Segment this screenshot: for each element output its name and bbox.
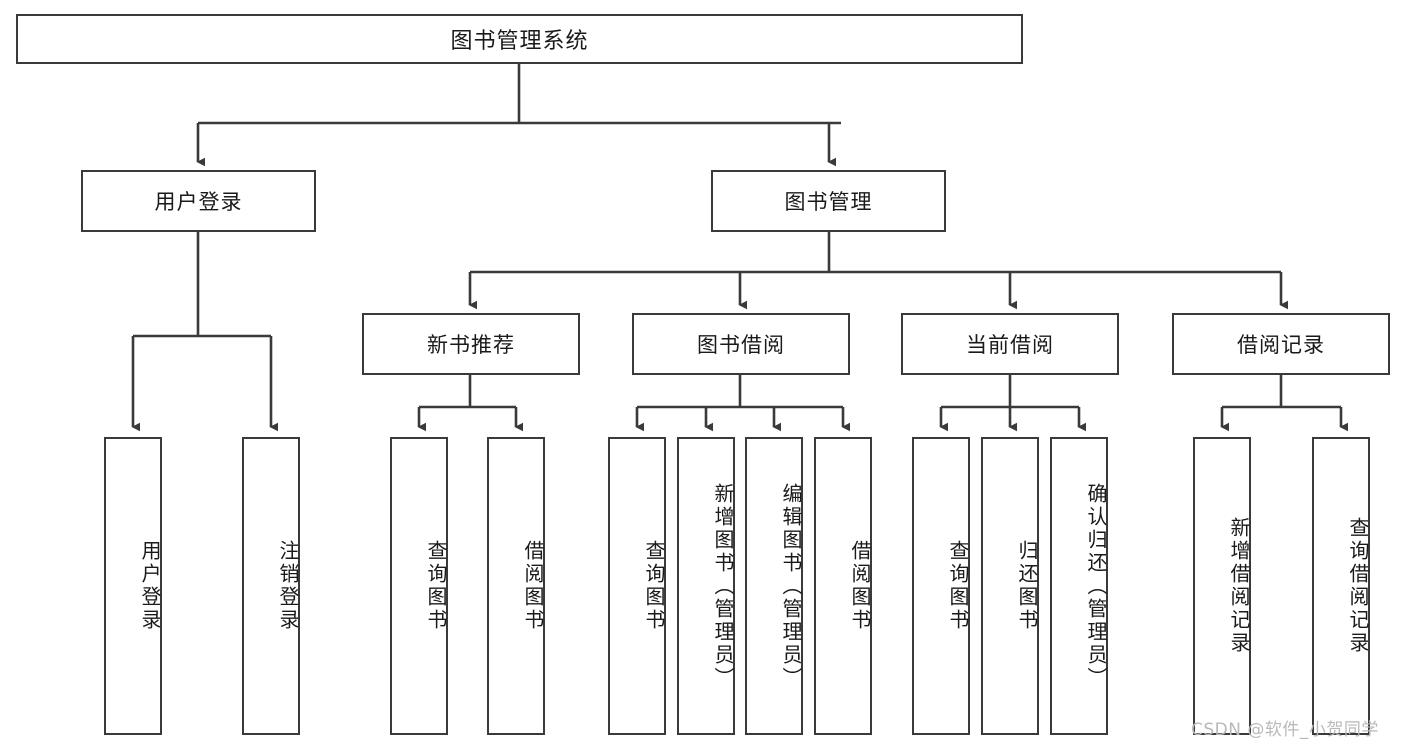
leaf-user-login[interactable]: 用户登录 [104,437,162,735]
node-label: 图书借阅 [697,333,785,357]
node-label: 注销登录 [276,540,300,632]
node-label: 用户登录 [138,540,162,632]
leaf-borrow-edit-book[interactable]: 编辑图书（管理员） [745,437,803,735]
node-label: 新书推荐 [427,333,515,357]
node-root-system[interactable]: 图书管理系统 [16,14,1023,64]
leaf-borrow-borrow-book[interactable]: 借阅图书 [814,437,872,735]
node-label: 归还图书 [1015,540,1039,632]
node-user-login[interactable]: 用户登录 [81,170,316,232]
leaf-current-confirm-return[interactable]: 确认归还（管理员） [1050,437,1108,735]
node-label: 图书管理系统 [450,29,589,54]
node-label: 查询图书 [946,540,970,632]
leaf-new-book-query[interactable]: 查询图书 [390,437,448,735]
node-label: 查询借阅记录 [1346,517,1370,655]
node-label: 确认归还（管理员） [1084,482,1108,690]
node-label: 查询图书 [642,540,666,632]
node-label: 新增图书（管理员） [711,482,735,690]
node-label: 编辑图书（管理员） [779,482,803,690]
node-label: 借阅图书 [521,540,545,632]
csdn-watermark: CSDN @软件_小贺同学 [1191,720,1379,740]
node-label: 当前借阅 [966,333,1054,357]
leaf-new-book-borrow[interactable]: 借阅图书 [487,437,545,735]
leaf-logout[interactable]: 注销登录 [242,437,300,735]
leaf-record-add[interactable]: 新增借阅记录 [1193,437,1251,735]
node-current-borrow[interactable]: 当前借阅 [901,313,1119,375]
node-book-management[interactable]: 图书管理 [711,170,946,232]
node-label: 新增借阅记录 [1227,517,1251,655]
node-label: 借阅记录 [1237,333,1325,357]
leaf-record-query[interactable]: 查询借阅记录 [1312,437,1370,735]
node-label: 用户登录 [154,190,243,214]
node-label: 查询图书 [424,540,448,632]
leaf-current-return-book[interactable]: 归还图书 [981,437,1039,735]
node-borrow-record[interactable]: 借阅记录 [1172,313,1390,375]
leaf-borrow-query-book[interactable]: 查询图书 [608,437,666,735]
node-new-book-recommend[interactable]: 新书推荐 [362,313,580,375]
leaf-borrow-add-book[interactable]: 新增图书（管理员） [677,437,735,735]
node-label: 借阅图书 [848,540,872,632]
leaf-current-query-book[interactable]: 查询图书 [912,437,970,735]
node-label: 图书管理 [784,190,873,214]
node-book-borrow[interactable]: 图书借阅 [632,313,850,375]
